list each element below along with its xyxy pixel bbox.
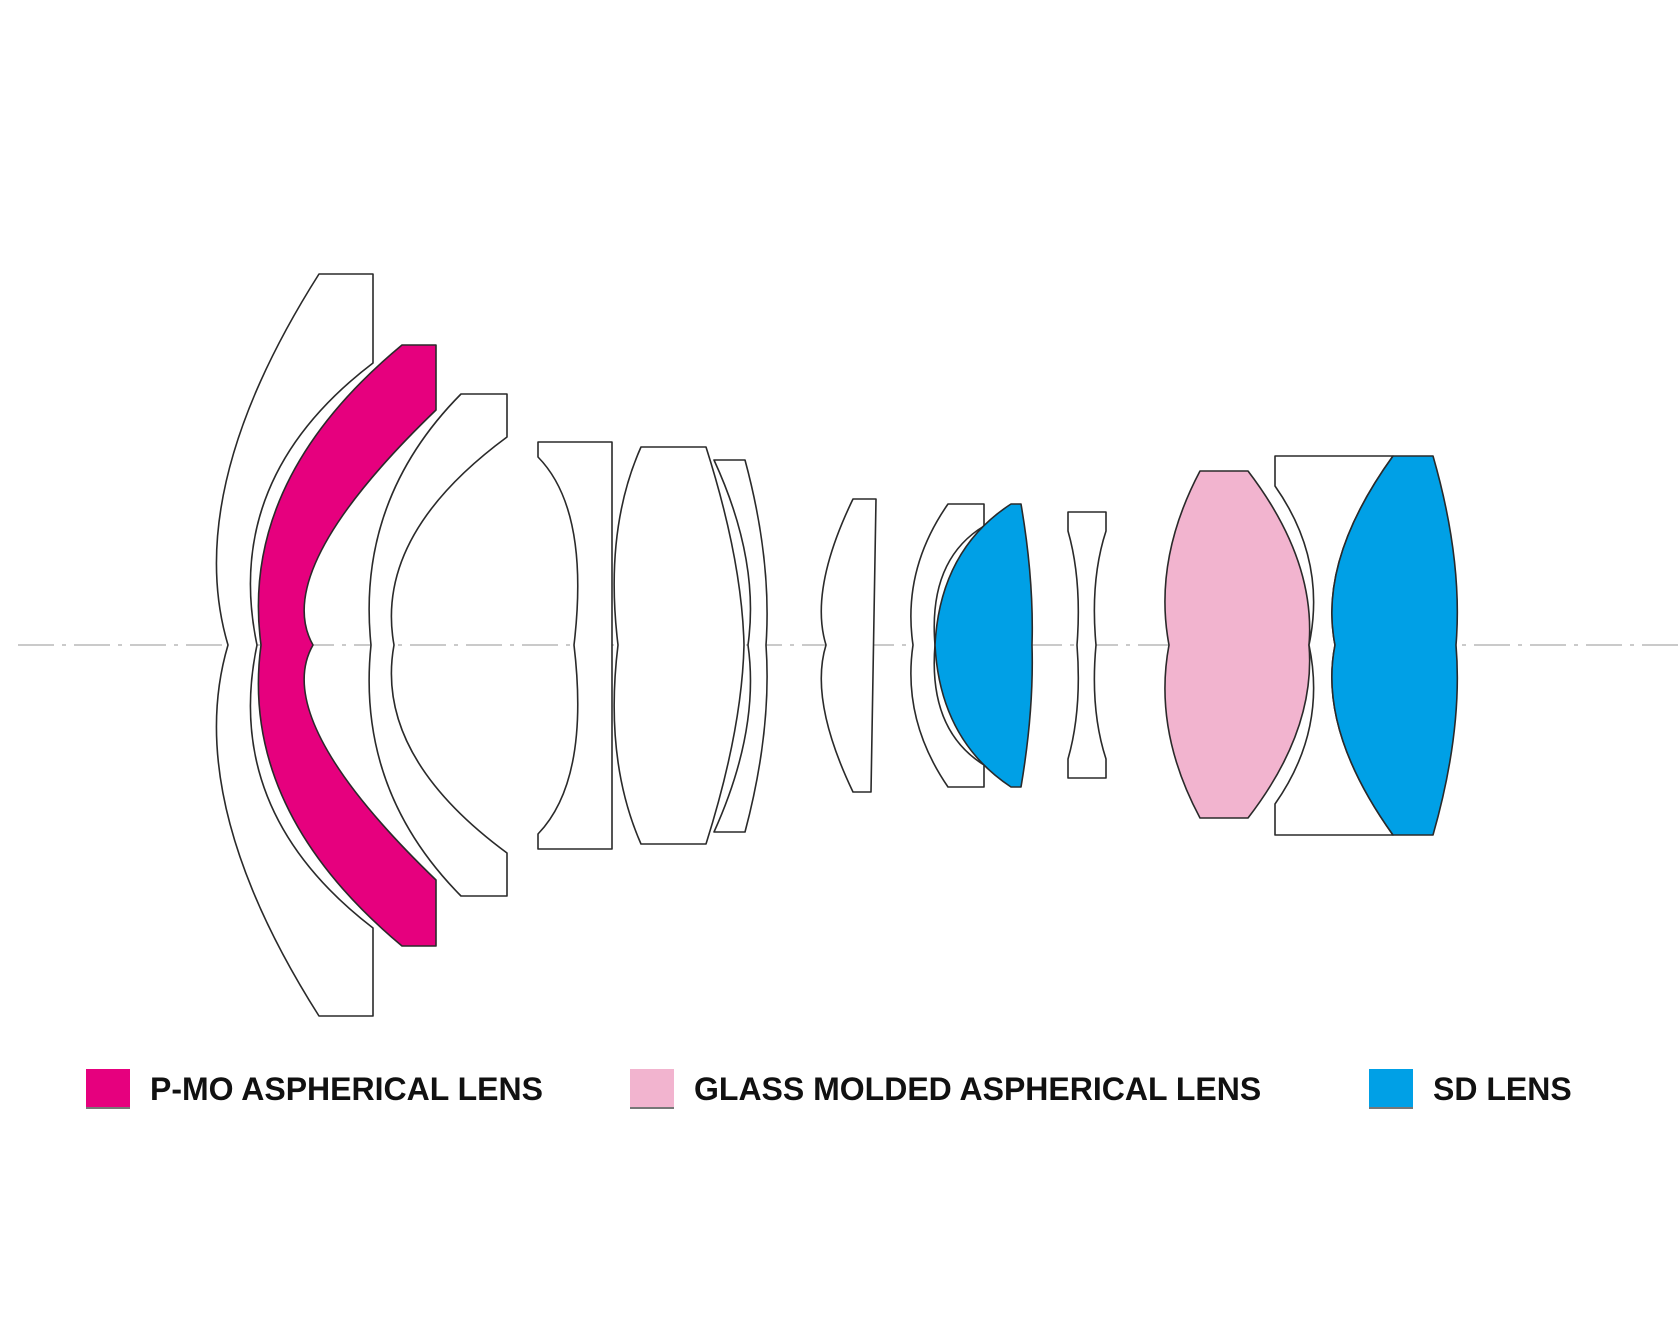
lens-element-13-sd	[1331, 455, 1459, 836]
lens-element-11-glass-molded-aspherical	[1164, 470, 1311, 819]
pmo-aspherical-swatch	[86, 1069, 130, 1109]
lens-element-3	[368, 393, 508, 897]
legend-label-pmo-aspherical: P-MO ASPHERICAL LENS	[150, 1070, 543, 1107]
lens-element-6	[713, 459, 768, 833]
legend-item-sd-lens: SD LENS	[1369, 1068, 1572, 1110]
legend-item-glass-molded-aspherical: GLASS MOLDED ASPHERICAL LENS	[630, 1068, 1261, 1110]
lens-element-10	[1067, 511, 1107, 779]
lens-element-7	[820, 498, 877, 793]
lens-element-4	[537, 441, 613, 850]
legend-item-pmo-aspherical: P-MO ASPHERICAL LENS	[86, 1068, 543, 1110]
lens-element-2-pmo-aspherical	[257, 344, 437, 947]
lens-element-1	[215, 273, 374, 1017]
sd-lens-swatch	[1369, 1069, 1413, 1109]
glass-molded-aspherical-swatch	[630, 1069, 674, 1109]
legend-label-glass-molded-aspherical: GLASS MOLDED ASPHERICAL LENS	[694, 1070, 1262, 1107]
lens-element-5	[613, 446, 745, 845]
lens-element-8	[910, 503, 985, 788]
legend-label-sd-lens: SD LENS	[1433, 1070, 1572, 1107]
lens-element-9-sd	[934, 503, 1034, 788]
